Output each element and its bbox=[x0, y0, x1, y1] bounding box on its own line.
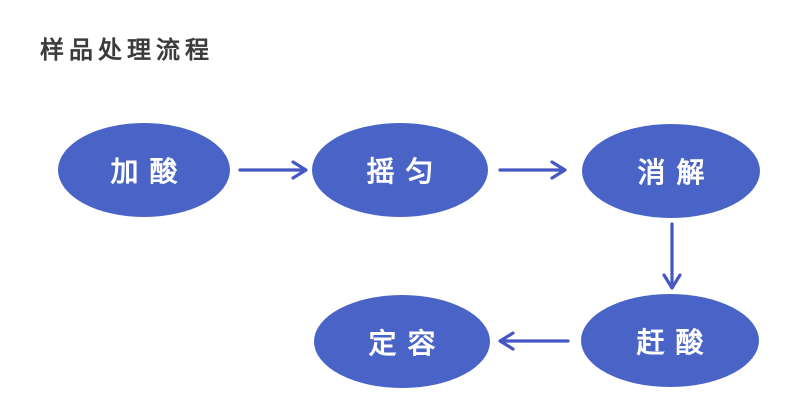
page-title: 样品处理流程 bbox=[40, 37, 214, 64]
flow-node-fix-volume: 定容 bbox=[314, 295, 490, 388]
arrow-drive-acid-to-fix-volume bbox=[498, 331, 570, 351]
flow-node-label: 消解 bbox=[637, 157, 716, 188]
arrow-add-acid-to-shake bbox=[238, 160, 308, 180]
flow-node-digest: 消解 bbox=[582, 124, 760, 218]
flow-node-label: 定容 bbox=[368, 327, 447, 359]
flow-node-drive-acid: 赶酸 bbox=[581, 294, 759, 387]
arrow-shake-to-digest bbox=[498, 160, 567, 180]
flow-node-shake: 摇匀 bbox=[312, 123, 488, 217]
arrow-digest-to-drive-acid bbox=[662, 222, 682, 290]
flow-node-add-acid: 加酸 bbox=[58, 123, 230, 217]
flow-node-label: 加酸 bbox=[110, 156, 189, 187]
flow-node-label: 赶酸 bbox=[636, 326, 715, 358]
flow-node-label: 摇匀 bbox=[366, 156, 445, 187]
